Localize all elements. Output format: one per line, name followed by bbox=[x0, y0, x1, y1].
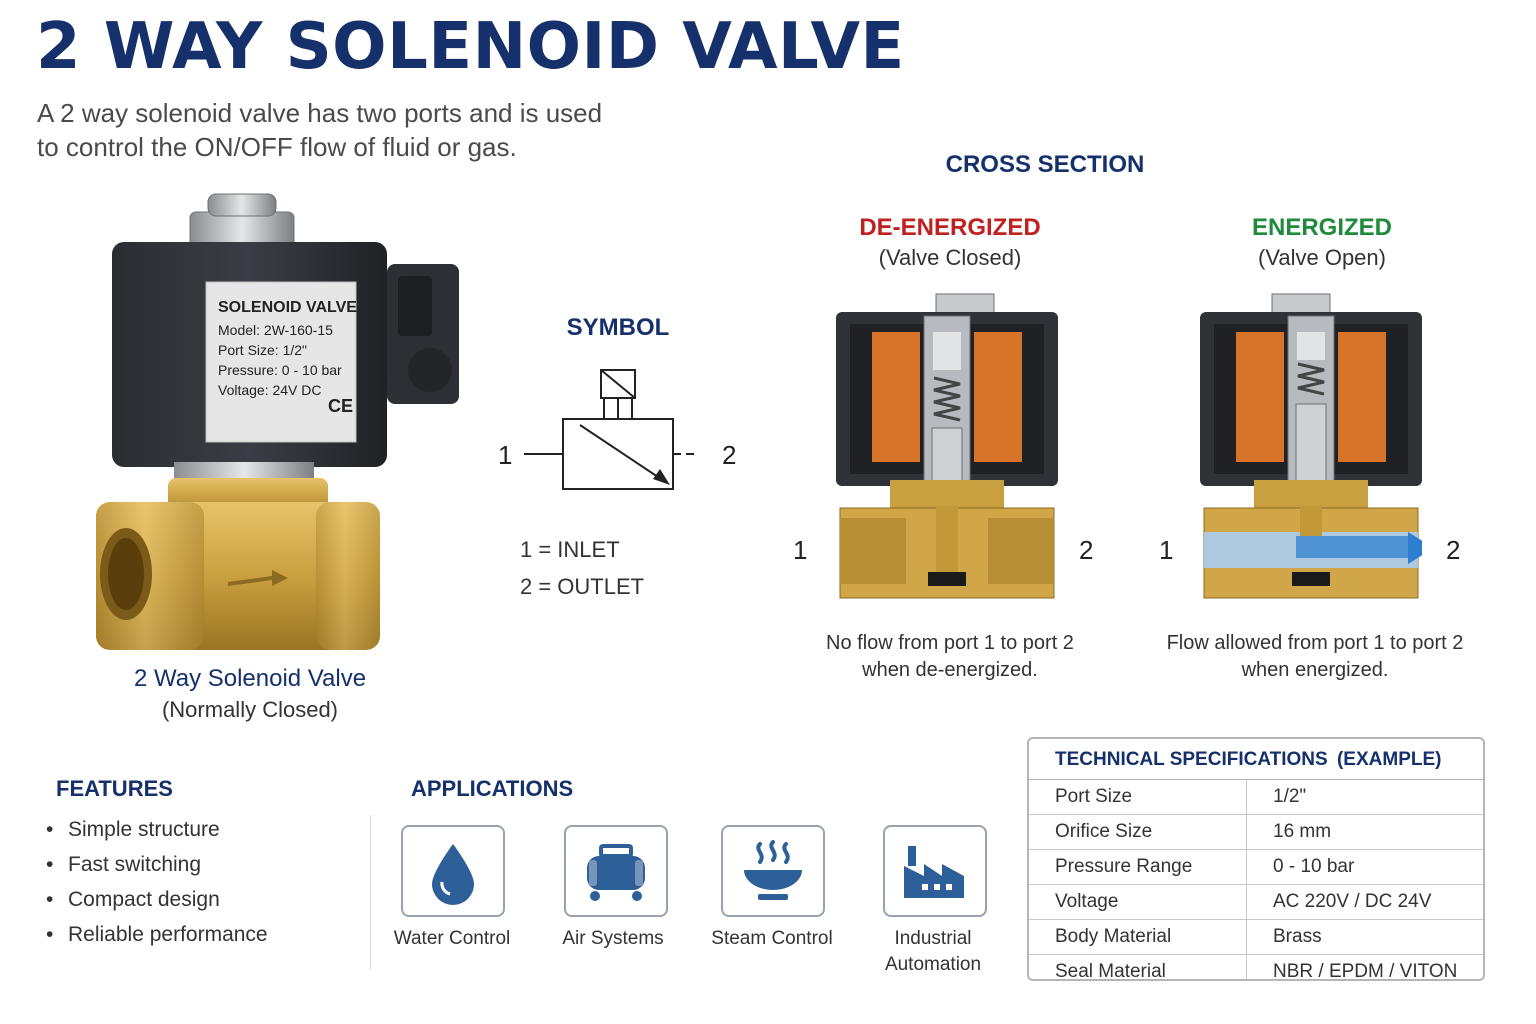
valve-symbol bbox=[524, 369, 698, 490]
spec-key: Orifice Size bbox=[1029, 815, 1247, 849]
page-subtitle: A 2 way solenoid valve has two ports and… bbox=[37, 96, 657, 164]
de-energized-label: DE-ENERGIZED bbox=[859, 214, 1041, 241]
application-label: Steam Control bbox=[711, 928, 833, 949]
table-row: Body Material Brass bbox=[1029, 920, 1483, 955]
de-energized-port-1: 1 bbox=[793, 535, 808, 565]
de-energized-caption-line-2: when de-energized. bbox=[862, 659, 1038, 681]
table-row: Seal Material NBR / EPDM / VITON bbox=[1029, 955, 1483, 981]
nameplate-model: Model: 2W-160-15 bbox=[218, 322, 333, 338]
air-compressor-icon bbox=[587, 844, 645, 901]
product-caption: 2 Way Solenoid Valve (Normally Closed) bbox=[100, 665, 400, 723]
spec-value: NBR / EPDM / VITON bbox=[1273, 961, 1458, 981]
feature-item: Fast switching bbox=[46, 847, 268, 882]
applications-heading: APPLICATIONS bbox=[411, 776, 574, 801]
spec-value: Brass bbox=[1273, 926, 1322, 947]
application-label-line-2: Automation bbox=[884, 954, 982, 975]
nameplate-title: SOLENOID VALVE bbox=[218, 299, 357, 316]
factory-icon bbox=[904, 846, 964, 898]
energized-sub: (Valve Open) bbox=[1258, 245, 1386, 270]
table-row: Voltage AC 220V / DC 24V bbox=[1029, 885, 1483, 920]
energized-caption-line-2: when energized. bbox=[1241, 659, 1389, 681]
application-label: Water Control bbox=[393, 928, 511, 949]
energized-label: ENERGIZED bbox=[1251, 214, 1392, 241]
energized-caption-line-1: Flow allowed from port 1 to port 2 bbox=[1166, 632, 1464, 654]
solenoid-valve-illustration bbox=[96, 193, 459, 650]
symbol-legend-outlet: 2 = OUTLET bbox=[520, 574, 645, 599]
table-row: Port Size 1/2" bbox=[1029, 780, 1483, 815]
energized-cross-section bbox=[1200, 293, 1422, 599]
application-label-line-1: Industrial bbox=[894, 928, 972, 949]
nameplate-port: Port Size: 1/2" bbox=[218, 342, 308, 358]
page-title: 2 WAY SOLENOID VALVE bbox=[36, 10, 905, 84]
subtitle-line-1: A 2 way solenoid valve has two ports and… bbox=[37, 98, 603, 128]
spec-value: AC 220V / DC 24V bbox=[1273, 891, 1432, 912]
product-caption-name: 2 Way Solenoid Valve bbox=[133, 665, 367, 692]
table-row: Pressure Range 0 - 10 bar bbox=[1029, 850, 1483, 885]
valve-nameplate: SOLENOID VALVE Model: 2W-160-15 Port Siz… bbox=[218, 298, 368, 400]
de-energized-sub: (Valve Closed) bbox=[878, 245, 1022, 270]
spec-key: Voltage bbox=[1029, 885, 1247, 919]
features-heading: FEATURES bbox=[56, 776, 173, 801]
water-drop-icon bbox=[432, 844, 474, 905]
spec-key: Body Material bbox=[1029, 920, 1247, 954]
table-row: Orifice Size 16 mm bbox=[1029, 815, 1483, 850]
energized-port-1: 1 bbox=[1159, 535, 1174, 565]
application-steam-control bbox=[721, 825, 825, 917]
specifications-title: TECHNICAL SPECIFICATIONS bbox=[1055, 749, 1328, 770]
de-energized-caption-line-1: No flow from port 1 to port 2 bbox=[826, 632, 1074, 654]
de-energized-cross-section bbox=[836, 293, 1058, 599]
spec-key: Seal Material bbox=[1029, 955, 1247, 979]
product-caption-type: (Normally Closed) bbox=[161, 697, 339, 722]
symbol-port-2: 2 bbox=[722, 440, 737, 470]
de-energized-caption: No flow from port 1 to port 2 when de-en… bbox=[790, 630, 1110, 684]
specifications-table: TECHNICAL SPECIFICATIONS (EXAMPLE) Port … bbox=[1027, 737, 1485, 981]
application-water-control bbox=[401, 825, 505, 917]
energized-port-2: 2 bbox=[1446, 535, 1461, 565]
de-energized-port-2: 2 bbox=[1079, 535, 1094, 565]
cross-section-heading: CROSS SECTION bbox=[945, 151, 1145, 178]
spec-value: 16 mm bbox=[1273, 821, 1332, 842]
steam-bowl-icon bbox=[744, 840, 802, 900]
energized-caption: Flow allowed from port 1 to port 2 when … bbox=[1140, 630, 1490, 684]
nameplate-pressure: Pressure: 0 - 10 bar bbox=[218, 362, 342, 378]
nameplate-voltage: Voltage: 24V DC bbox=[218, 382, 322, 398]
application-label: Industrial Automation bbox=[858, 926, 1008, 978]
spec-key: Port Size bbox=[1029, 780, 1247, 814]
feature-item: Compact design bbox=[46, 882, 268, 917]
subtitle-line-2: to control the ON/OFF flow of fluid or g… bbox=[37, 132, 517, 162]
symbol-legend-inlet: 1 = INLET bbox=[520, 537, 620, 562]
feature-item: Reliable performance bbox=[46, 917, 268, 952]
features-list: Simple structure Fast switching Compact … bbox=[46, 812, 268, 952]
application-label: Air Systems bbox=[562, 928, 664, 949]
application-air-systems bbox=[564, 825, 668, 917]
symbol-heading: SYMBOL bbox=[566, 314, 670, 341]
spec-value: 1/2" bbox=[1273, 786, 1307, 807]
application-industrial-automation bbox=[883, 825, 987, 917]
specifications-note: (EXAMPLE) bbox=[1336, 749, 1442, 770]
section-divider bbox=[370, 815, 371, 970]
spec-value: 0 - 10 bar bbox=[1273, 856, 1355, 877]
ce-mark: CE bbox=[328, 396, 354, 416]
feature-item: Simple structure bbox=[46, 812, 268, 847]
spec-key: Pressure Range bbox=[1029, 850, 1247, 884]
specifications-heading: TECHNICAL SPECIFICATIONS (EXAMPLE) bbox=[1029, 739, 1483, 780]
symbol-port-1: 1 bbox=[498, 440, 513, 470]
